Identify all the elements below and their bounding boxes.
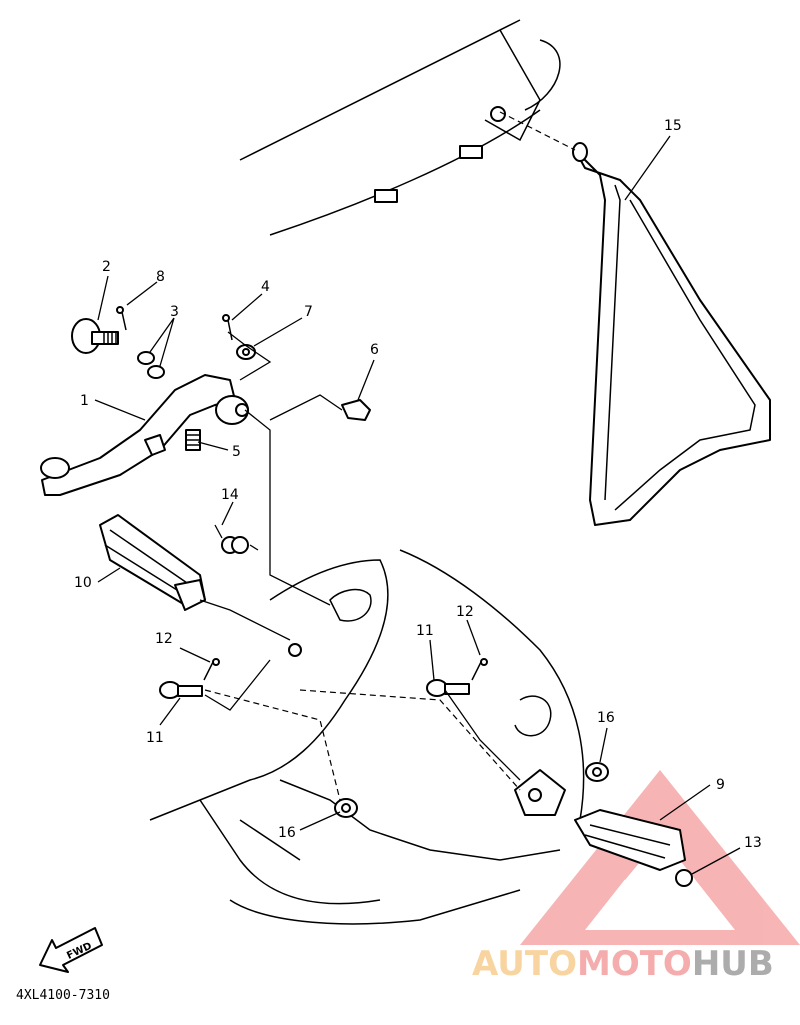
diagram-code: 4XL4100-7310 <box>16 988 110 1003</box>
callout-10: 10 <box>74 575 92 591</box>
brake-pedal <box>40 374 249 496</box>
watermark-part-1: AUTO <box>472 944 577 984</box>
callout-9: 9 <box>716 777 725 793</box>
callout-7: 7 <box>304 304 313 320</box>
washer <box>236 344 256 360</box>
assembly-lines <box>199 331 521 801</box>
callout-16-right: 16 <box>597 710 615 726</box>
watermark-part-2: MOTO <box>577 944 692 984</box>
callout-4: 4 <box>261 279 270 295</box>
callout-8: 8 <box>156 269 165 285</box>
footrest-bolts <box>159 679 470 699</box>
callout-3: 3 <box>170 304 179 320</box>
callout-12-right: 12 <box>456 604 474 620</box>
callout-2: 2 <box>102 259 111 275</box>
pivot-bolt <box>71 318 119 354</box>
clip <box>675 847 741 887</box>
leader-lines <box>94 135 711 831</box>
watermark-text: AUTOMOTOHUB <box>472 944 774 984</box>
callout-6: 6 <box>370 342 379 358</box>
collars <box>334 762 609 818</box>
callout-1: 1 <box>80 393 89 409</box>
footrest-spring <box>214 524 259 554</box>
clevis-pin <box>269 394 371 421</box>
left-footrest <box>99 514 206 611</box>
callout-11-left: 11 <box>146 730 164 746</box>
svg-text:AUTOMOTOHUB: AUTOMOTOHUB <box>472 944 774 984</box>
return-spring <box>185 429 201 451</box>
cotter-pins <box>116 306 488 681</box>
callout-13: 13 <box>744 835 762 851</box>
callout-11-right: 11 <box>416 623 434 639</box>
callout-16-left: 16 <box>278 825 296 841</box>
right-footrest <box>514 769 686 871</box>
side-stand <box>499 111 771 526</box>
callout-labels: 1 2 3 4 5 6 7 8 9 10 11 11 12 12 13 14 1… <box>74 118 762 851</box>
callout-14: 14 <box>221 487 239 503</box>
callout-12-left: 12 <box>155 631 173 647</box>
rear-fender-outline <box>239 19 561 236</box>
watermark-part-3: HUB <box>692 944 774 984</box>
o-rings <box>137 351 165 379</box>
fwd-arrow-icon: FWD <box>39 927 103 973</box>
callout-15: 15 <box>664 118 682 134</box>
callout-5: 5 <box>232 444 241 460</box>
frame-outline <box>149 549 585 925</box>
